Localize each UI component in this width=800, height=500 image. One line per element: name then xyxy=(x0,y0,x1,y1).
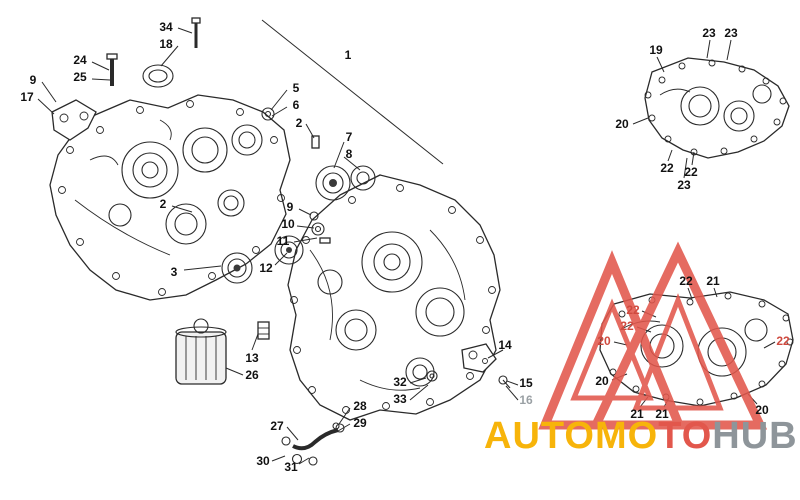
watermark-wordmark: AUTOMOTOHUB xyxy=(484,417,798,455)
oil-seal-part xyxy=(142,64,174,88)
wordmark-segment: AUTOMO xyxy=(484,415,659,457)
dowel-pin-part xyxy=(311,135,320,149)
case-end-view-top-right xyxy=(644,57,790,159)
plug-part xyxy=(261,107,275,121)
small-bolt-part xyxy=(426,370,511,389)
ball-bearing-part xyxy=(315,165,376,201)
bracket-part xyxy=(51,99,97,141)
bearing-part xyxy=(221,235,304,284)
bolt-washer-pin-parts xyxy=(309,211,331,244)
wordmark-segment: HUB xyxy=(712,415,798,457)
crankcase-left-half xyxy=(49,94,291,301)
stud-bolt-part xyxy=(106,53,118,86)
bolt-part xyxy=(191,17,201,48)
breather-pipe-part xyxy=(281,422,345,466)
outlet-plate-part xyxy=(461,343,497,373)
loose-parts xyxy=(51,17,511,466)
plug-bolt-part xyxy=(257,321,270,340)
crankcase-right-half xyxy=(287,174,501,421)
watermark-logo xyxy=(538,241,768,430)
oil-filter-part xyxy=(175,318,227,385)
wordmark-segment: TO xyxy=(658,415,713,457)
